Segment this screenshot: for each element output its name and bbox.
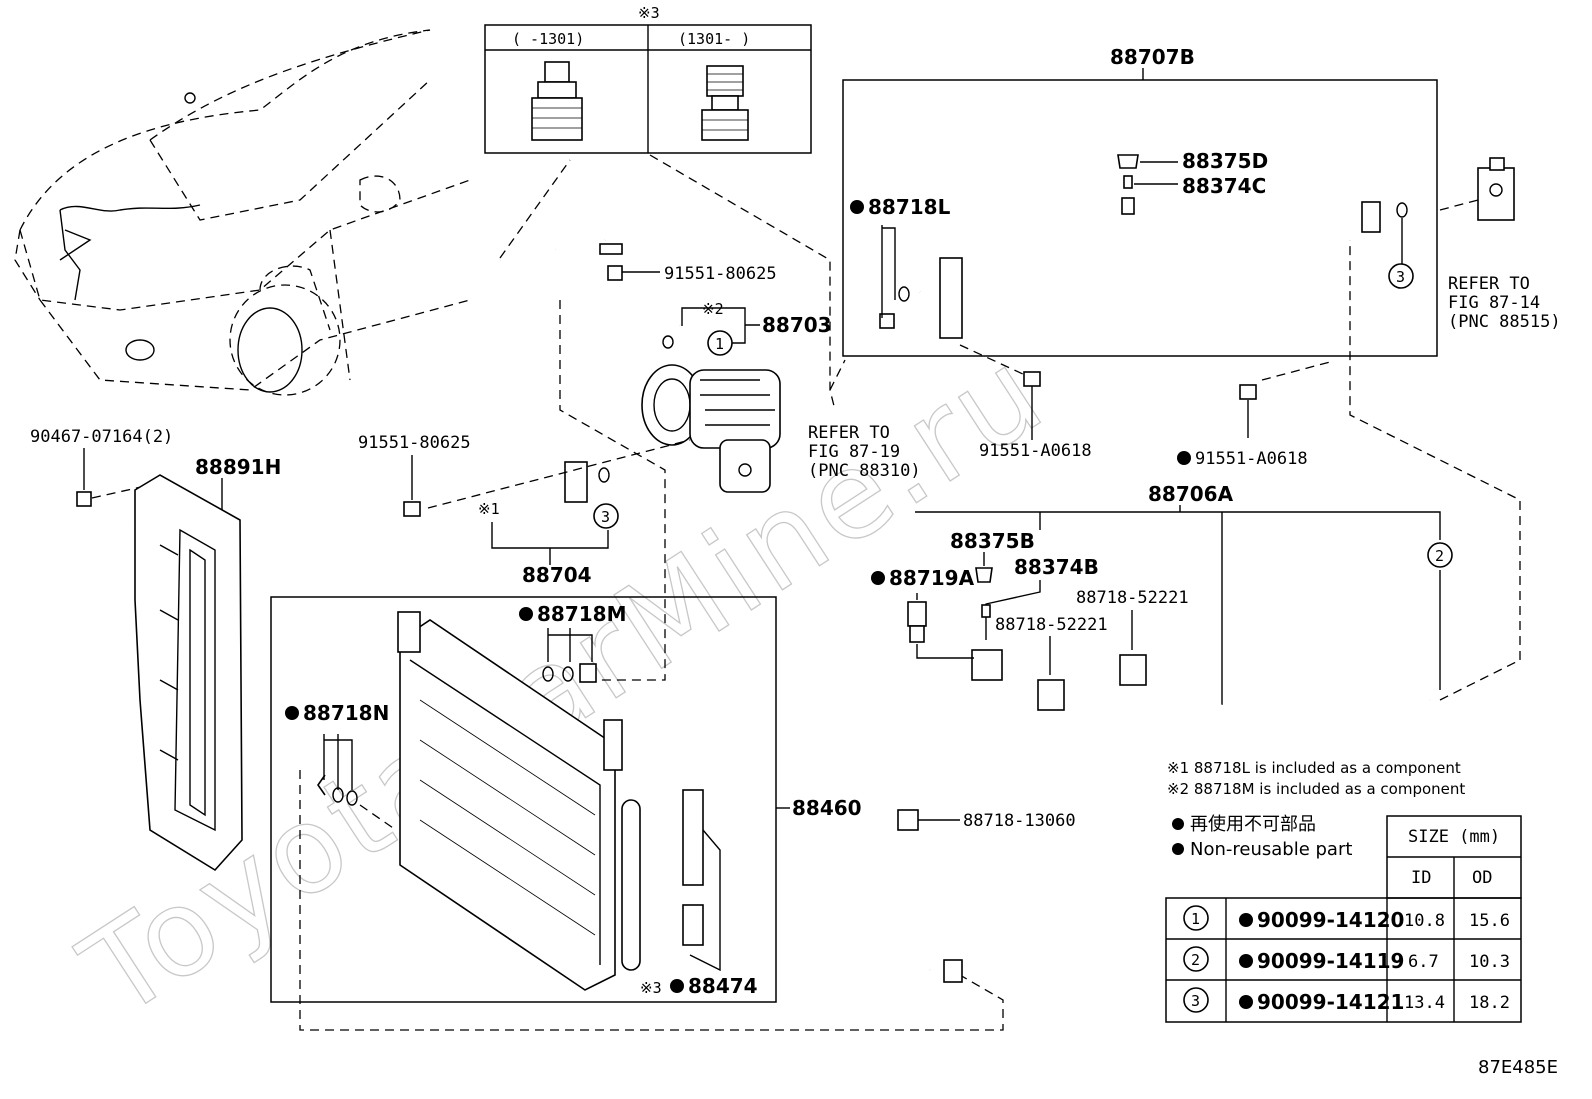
valve-core-early-icon <box>531 61 583 141</box>
vehicle-outline <box>14 29 471 396</box>
legend-japanese: 再使用不可部品 <box>1190 814 1316 835</box>
table-row: 3 90099-14121 13.4 18.2 <box>1183 987 1510 1014</box>
label-88474: 88474 <box>688 974 758 998</box>
group-88460: 88460 88718M 88718N ※3 88474 <box>270 596 862 1003</box>
notes: ※1 88718L is included as a component ※2 … <box>1167 759 1465 860</box>
label-88718-13060: 88718-13060 <box>963 811 1076 831</box>
version-box: ※3 ( -1301) (1301- ) <box>484 4 812 154</box>
row-circle: 2 <box>1191 951 1200 969</box>
valve-core-late-icon <box>701 65 749 141</box>
label-88719A: 88719A <box>889 566 975 590</box>
note-2: ※2 88718M is included as a component <box>1167 780 1465 798</box>
circle-2-a: 2 <box>1435 547 1444 565</box>
mark-2: ※2 <box>702 300 724 318</box>
figure-code: 87E485E <box>1478 1057 1558 1078</box>
label-91551-A0618-b: 91551-A0618 <box>1195 449 1308 469</box>
label-88707B: 88707B <box>1110 45 1195 69</box>
ref-fig-87-19-line3: (PNC 88310) <box>808 461 921 481</box>
label-88718N: 88718N <box>303 701 389 725</box>
ref-fig-87-19-line1: REFER TO <box>808 423 890 443</box>
bolt-91551-A0618-a: 91551-A0618 <box>959 344 1092 461</box>
circle-3-a: 3 <box>1396 268 1405 286</box>
label-88718-52221-a: 88718-52221 <box>1076 588 1189 608</box>
label-88704: 88704 <box>522 563 592 587</box>
row-part-number: 90099-14119 <box>1257 949 1404 973</box>
row-id: 13.4 <box>1404 993 1445 1013</box>
ref-fig-87-14-line2: FIG 87-14 <box>1448 293 1540 313</box>
label-88460: 88460 <box>792 796 862 820</box>
ref-fig-87-19-line2: FIG 87-19 <box>808 442 900 462</box>
bolt-91551-80625-left: 91551-80625 <box>358 433 691 517</box>
label-88706A: 88706A <box>1148 482 1234 506</box>
row-od: 10.3 <box>1469 952 1510 972</box>
mark-3: ※3 <box>640 979 662 997</box>
row-id: 6.7 <box>1408 952 1439 972</box>
table-header-id: ID <box>1411 868 1431 888</box>
label-91551-A0618-a: 91551-A0618 <box>979 441 1092 461</box>
label-88374C: 88374C <box>1182 174 1266 198</box>
discharge-hose: 91551-80625 1 ※2 88703 <box>545 173 832 356</box>
label-88375D: 88375D <box>1182 149 1268 173</box>
ref-fig-87-14-line3: (PNC 88515) <box>1448 312 1561 332</box>
table-row: 2 90099-14119 6.7 10.3 <box>1183 946 1510 973</box>
circle-3-b: 3 <box>601 508 610 526</box>
row-circle: 1 <box>1191 910 1200 928</box>
label-88718L: 88718L <box>868 195 951 219</box>
mark-1: ※1 <box>478 500 500 518</box>
suction-hose: 3 ※1 88704 <box>478 258 619 587</box>
circle-1-a: 1 <box>715 335 724 353</box>
label-88718M: 88718M <box>537 602 626 626</box>
note-1: ※1 88718L is included as a component <box>1167 759 1461 777</box>
expansion-valve-icon <box>1439 157 1515 221</box>
ref-fig-87-14-line1: REFER TO <box>1448 274 1530 294</box>
label-88703: 88703 <box>762 313 832 337</box>
o-ring-size-table: SIZE (mm) ID OD 1 90099-14120 10.8 15.6 … <box>1165 815 1522 1023</box>
group-88706A: 88706A 2 88719A 88375B 88374B 88718-5222… <box>871 240 1521 983</box>
table-row: 1 90099-14120 10.8 15.6 <box>1183 905 1510 932</box>
version-early: ( -1301) <box>512 30 584 48</box>
label-88718-52221-b: 88718-52221 <box>995 615 1108 635</box>
version-late: (1301- ) <box>678 30 750 48</box>
row-od: 15.6 <box>1469 911 1510 931</box>
label-88375B: 88375B <box>950 529 1035 553</box>
label-90467: 90467-07164(2) <box>30 427 173 447</box>
label-88891H: 88891H <box>195 455 281 479</box>
label-91551-80625-left: 91551-80625 <box>358 433 471 453</box>
row-id: 10.8 <box>1404 911 1445 931</box>
legend-english: Non-reusable part <box>1190 839 1352 860</box>
version-mark: ※3 <box>638 4 660 22</box>
label-88374B: 88374B <box>1014 555 1099 579</box>
row-part-number: 90099-14121 <box>1257 990 1404 1014</box>
compressor-icon <box>641 364 781 493</box>
table-header-od: OD <box>1472 868 1492 888</box>
row-circle: 3 <box>1191 992 1200 1010</box>
row-part-number: 90099-14120 <box>1257 908 1404 932</box>
group-88707B: 88707B 88375D 88374C 88718L 3 <box>842 45 1438 357</box>
row-od: 18.2 <box>1469 993 1510 1013</box>
table-header-size: SIZE (mm) <box>1408 827 1500 847</box>
bolt-91551-A0618-b: 91551-A0618 <box>1177 361 1331 469</box>
label-91551-80625-top: 91551-80625 <box>664 264 777 284</box>
radiator-shroud: 90467-07164(2) 88891H <box>30 427 281 872</box>
